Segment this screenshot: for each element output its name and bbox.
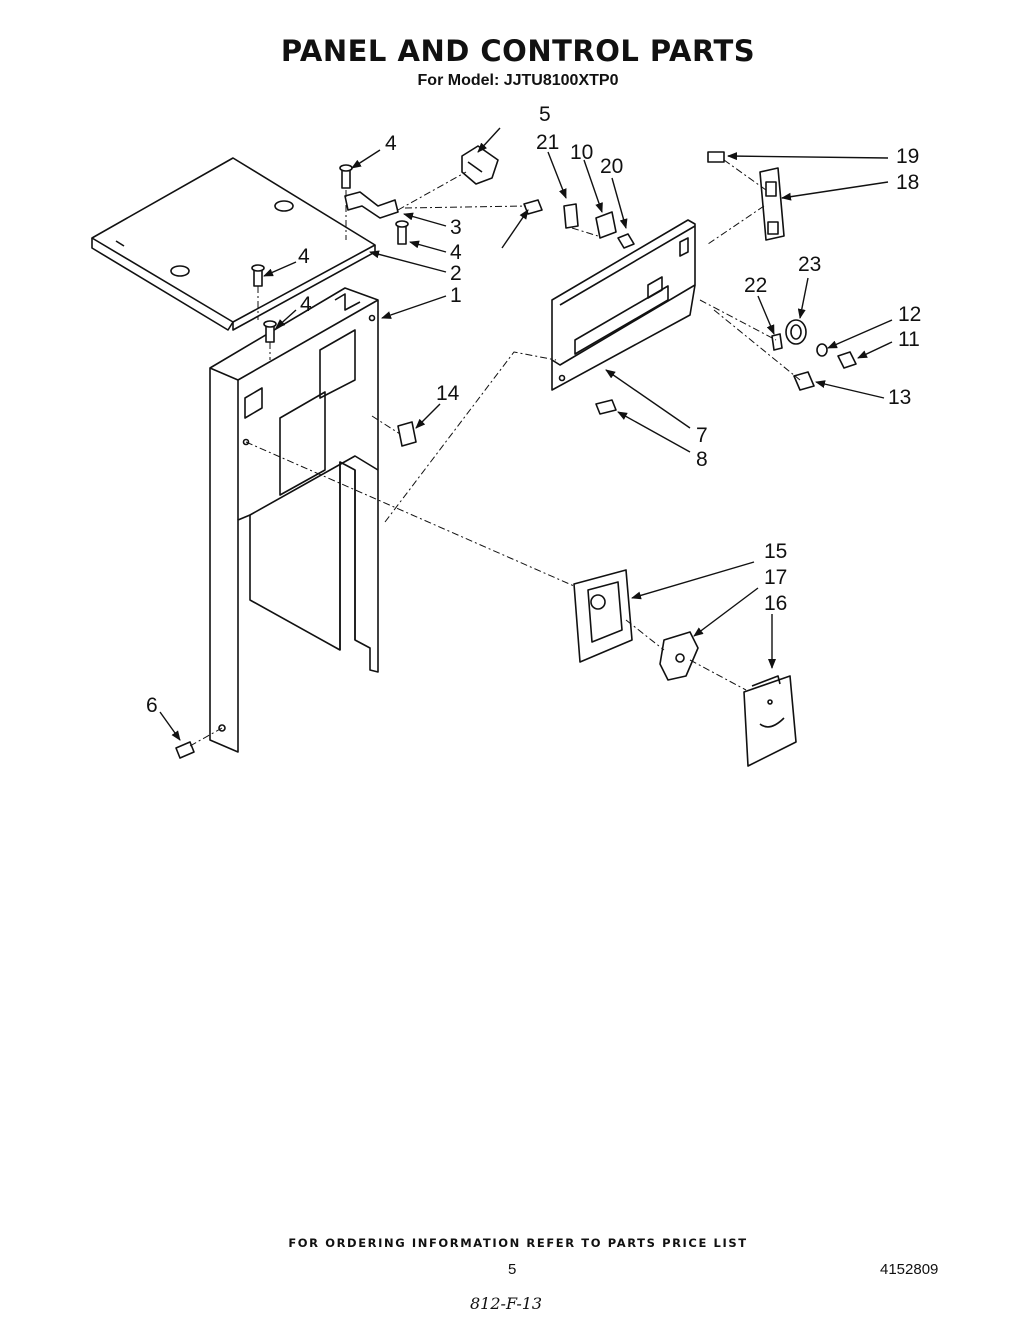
- callout-10: 10: [570, 141, 593, 164]
- callout-17: 17: [764, 566, 787, 589]
- callout-22: 22: [744, 274, 767, 297]
- knob-cover-plate: [743, 675, 797, 767]
- callout-6: 6: [146, 694, 158, 717]
- switch-part: [397, 421, 417, 447]
- control-bracket: [551, 219, 696, 391]
- callout-11: 11: [898, 328, 920, 351]
- knob-assembly-parts: [771, 319, 857, 391]
- model-subtitle: For Model: JJTU8100XTP0: [417, 72, 619, 89]
- callout-13: 13: [888, 386, 911, 409]
- callout-19: 19: [896, 145, 919, 168]
- document-number: 4152809: [880, 1261, 939, 1278]
- leader-arrows: [159, 127, 893, 741]
- handwritten-note: 812-F-13: [470, 1294, 543, 1313]
- callout-5: 5: [539, 103, 551, 126]
- callout-12: 12: [898, 303, 921, 326]
- callout-3: 3: [450, 216, 462, 239]
- bracket-bar: [344, 191, 399, 219]
- page-title: PANEL AND CONTROL PARTS: [280, 34, 756, 68]
- callout-4: 4: [385, 132, 397, 155]
- hinge-latch: [759, 167, 785, 241]
- callout-4: 4: [450, 241, 462, 264]
- callout-7: 7: [696, 424, 708, 447]
- control-housing-box: [573, 569, 633, 663]
- ordering-note: FOR ORDERING INFORMATION REFER TO PARTS …: [288, 1236, 748, 1250]
- callout-20: 20: [600, 155, 623, 178]
- alignment-lines: [189, 159, 801, 747]
- panel-housing: [209, 287, 379, 753]
- callout-4: 4: [300, 293, 312, 316]
- callout-16: 16: [764, 592, 787, 615]
- callout-4: 4: [298, 245, 310, 268]
- callout-21: 21: [536, 131, 559, 154]
- callout-labels: 5 4 21 10 20 19 18 3 4 4 2 4 1 23 22 12 …: [146, 103, 921, 717]
- clip-part: [461, 145, 499, 185]
- page-number: 5: [508, 1261, 517, 1278]
- dial-plate: [659, 631, 699, 681]
- callout-2: 2: [450, 262, 462, 285]
- screws: [175, 151, 725, 759]
- callout-15: 15: [764, 540, 787, 563]
- callout-18: 18: [896, 171, 919, 194]
- callout-1: 1: [450, 284, 462, 307]
- callout-8: 8: [696, 448, 708, 471]
- callout-14: 14: [436, 382, 460, 405]
- small-switch-parts: [563, 203, 635, 249]
- callout-23: 23: [798, 253, 821, 276]
- top-cover-plate: [91, 157, 376, 331]
